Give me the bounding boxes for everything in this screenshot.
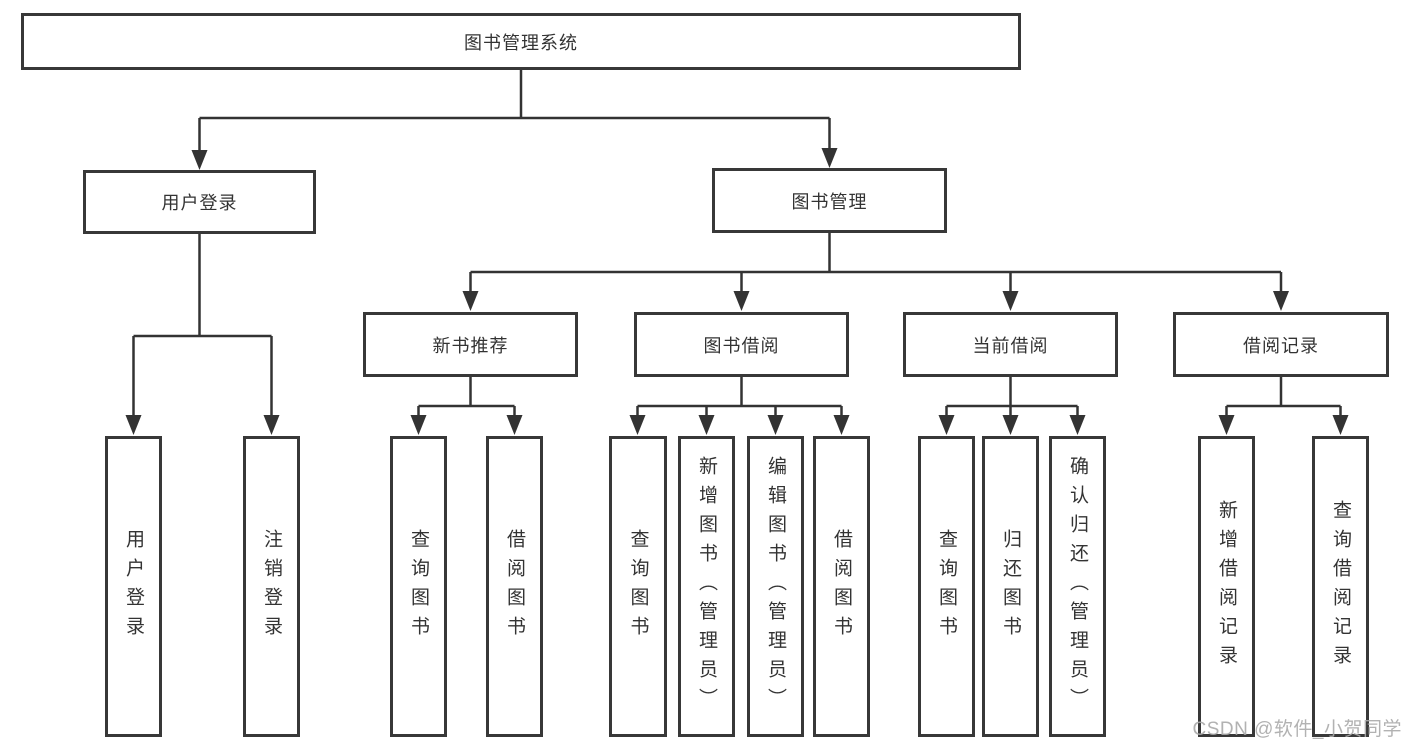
leaf-edit-book-admin-label: 编辑图书（管理员）: [765, 456, 786, 717]
node-book-borrowing-label: 图书借阅: [703, 335, 780, 356]
node-book-management: 图书管理: [712, 168, 947, 233]
leaf-return-book-label: 归还图书: [1000, 528, 1021, 645]
csdn-watermark: CSDN @软件_小贺同学: [1192, 719, 1402, 740]
node-current-borrowing-label: 当前借阅: [972, 335, 1049, 356]
leaf-add-borrow-record-label: 新增借阅记录: [1216, 499, 1237, 674]
leaf-return-book: 归还图书: [982, 436, 1039, 737]
node-root-label: 图书管理系统: [464, 32, 578, 53]
leaf-query-books-borrowing: 查询图书: [609, 436, 667, 737]
node-book-borrowing: 图书借阅: [634, 312, 849, 377]
leaf-query-borrow-record-label: 查询借阅记录: [1330, 499, 1351, 674]
node-book-management-label: 图书管理: [791, 191, 868, 212]
leaf-add-book-admin-label: 新增图书（管理员）: [696, 456, 717, 717]
leaf-query-books-recommend: 查询图书: [390, 436, 447, 737]
leaf-borrow-books-recommend: 借阅图书: [486, 436, 543, 737]
leaf-borrow-books-borrowing: 借阅图书: [813, 436, 870, 737]
leaf-add-book-admin: 新增图书（管理员）: [678, 436, 735, 737]
node-new-book-recommend: 新书推荐: [363, 312, 578, 377]
node-borrowing-records-label: 借阅记录: [1243, 335, 1319, 356]
leaf-logout-label: 注销登录: [261, 528, 282, 645]
leaf-query-borrow-record: 查询借阅记录: [1312, 436, 1369, 737]
node-root-library-system: 图书管理系统: [21, 13, 1021, 70]
leaf-logout: 注销登录: [243, 436, 300, 737]
leaf-query-books-current: 查询图书: [918, 436, 975, 737]
leaf-query-books-current-label: 查询图书: [936, 528, 957, 645]
leaf-edit-book-admin: 编辑图书（管理员）: [747, 436, 804, 737]
leaf-borrow-books-recommend-label: 借阅图书: [504, 528, 525, 645]
leaf-user-login: 用户登录: [105, 436, 162, 737]
leaf-borrow-books-borrowing-label: 借阅图书: [831, 528, 852, 645]
leaf-user-login-label: 用户登录: [123, 528, 144, 645]
node-new-book-recommend-label: 新书推荐: [432, 335, 509, 356]
node-user-login-label: 用户登录: [161, 193, 238, 213]
leaf-confirm-return-admin-label: 确认归还（管理员）: [1067, 456, 1088, 717]
node-borrowing-records: 借阅记录: [1173, 312, 1389, 377]
leaf-confirm-return-admin: 确认归还（管理员）: [1049, 436, 1106, 737]
leaf-add-borrow-record: 新增借阅记录: [1198, 436, 1255, 737]
node-user-login: 用户登录: [83, 170, 316, 234]
leaf-query-books-borrowing-label: 查询图书: [627, 528, 649, 645]
node-current-borrowing: 当前借阅: [903, 312, 1118, 377]
leaf-query-books-recommend-label: 查询图书: [408, 528, 429, 645]
